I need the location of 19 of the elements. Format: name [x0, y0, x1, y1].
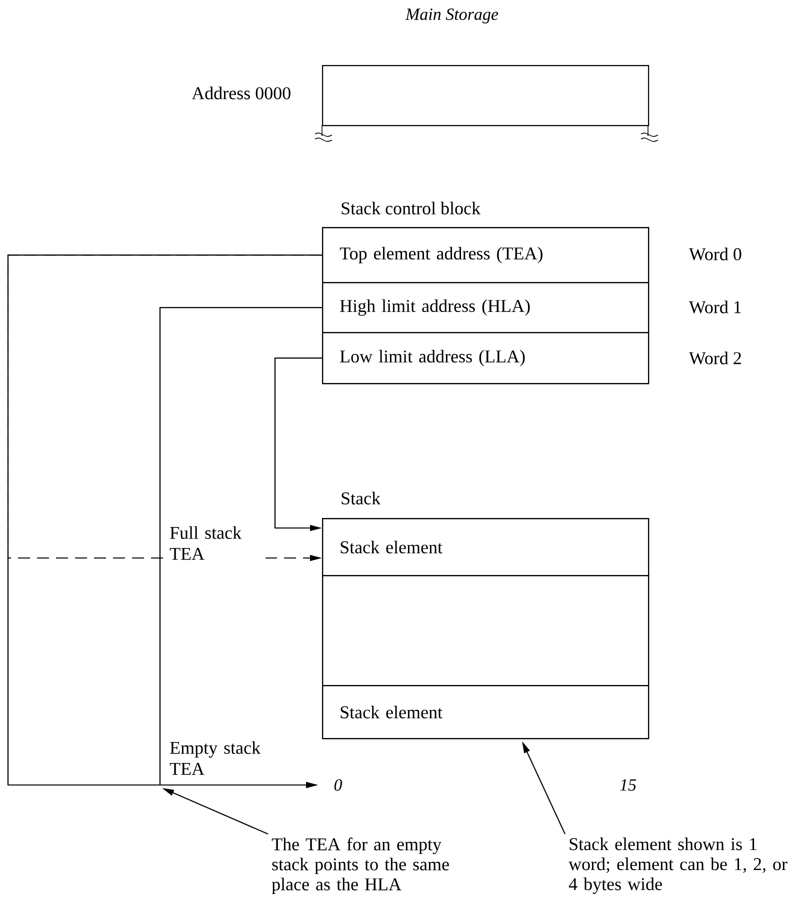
- table-cell: High limit address (HLA): [322, 282, 650, 334]
- table-cell: Stack element: [322, 685, 650, 740]
- empty-cell: [322, 575, 650, 686]
- word-label: Word 2: [688, 352, 741, 364]
- heading: Stack control block: [342, 202, 481, 214]
- word-label: Word 0: [688, 248, 742, 260]
- bit-number: 15: [620, 779, 636, 791]
- heading: Stack: [342, 492, 381, 504]
- table-cell: Low limit address (LLA): [322, 332, 650, 384]
- note: The TEA for an empty stack points to the same place as the HLA: [272, 838, 449, 894]
- table-cell: Top element address (TEA): [322, 227, 650, 284]
- address-label: Address 0000: [192, 86, 290, 100]
- title: Main Storage: [405, 8, 498, 24]
- edge-label: Empty stack TEA: [168, 740, 266, 776]
- note: Stack element shown is 1 word; element can be 1, 2, or 4 bytes wide: [568, 838, 788, 894]
- table-cell: Stack element: [322, 518, 650, 576]
- bit-number: 0: [334, 779, 342, 791]
- edge-label: Full stack TEA: [168, 525, 266, 561]
- word-label: Word 1: [688, 300, 741, 314]
